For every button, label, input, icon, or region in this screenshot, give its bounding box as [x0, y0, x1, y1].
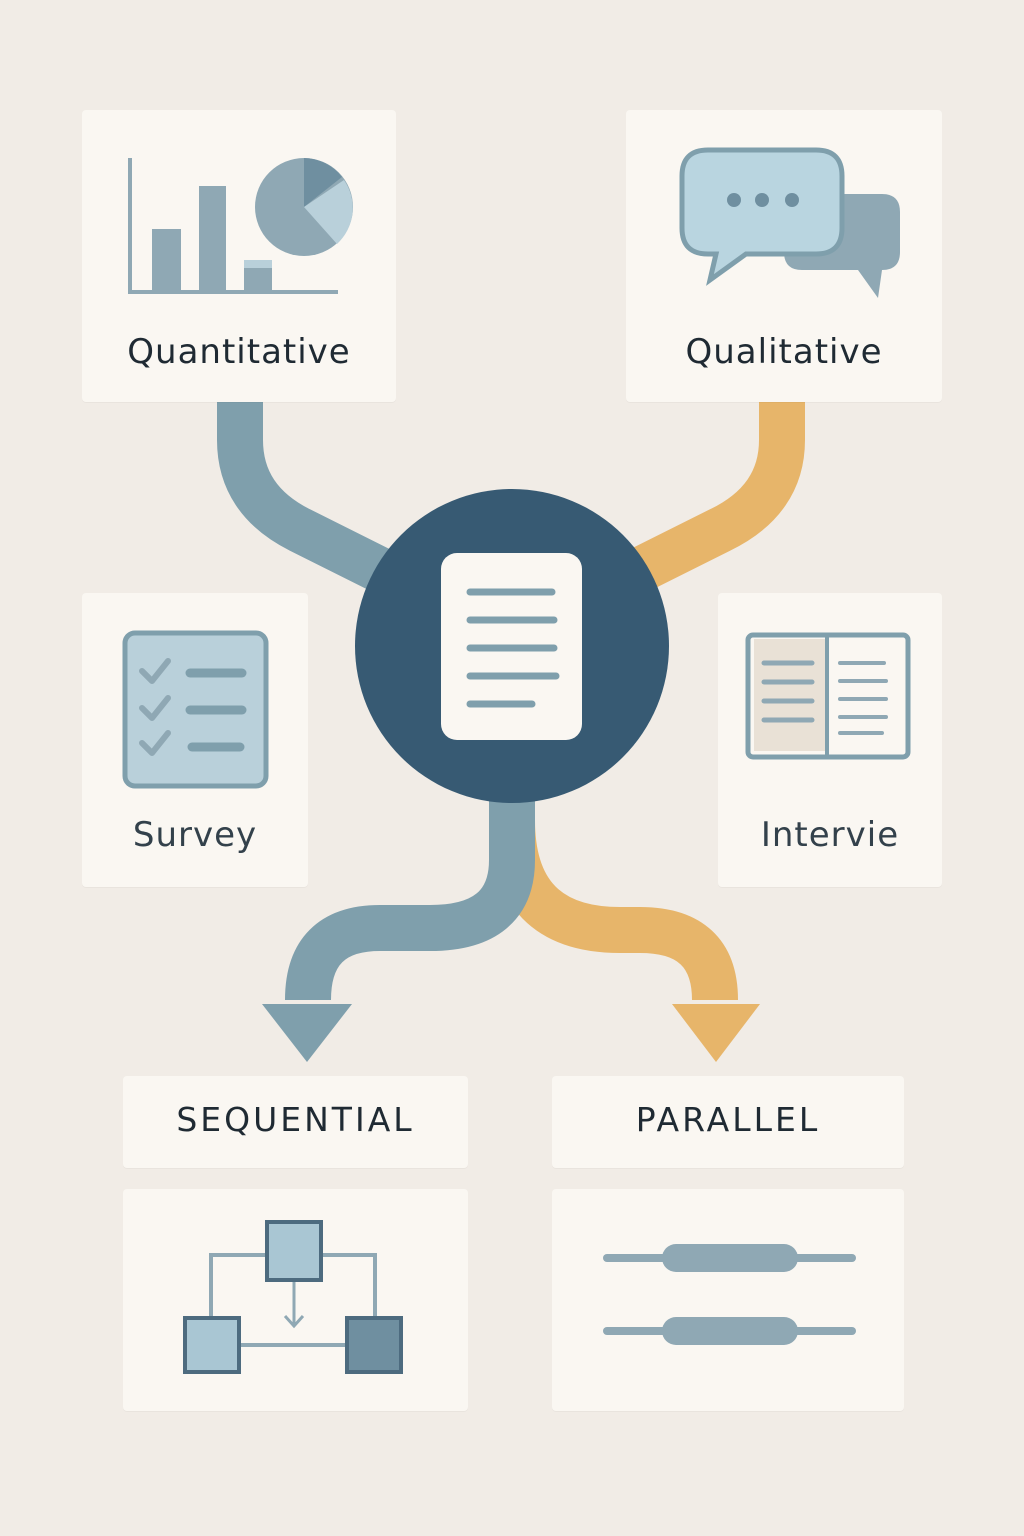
interview-label: Intervie [760, 815, 900, 855]
quantitative-card[interactable]: Quantitative [82, 110, 396, 402]
bar-and-pie-chart-icon [128, 158, 353, 294]
survey-label: Survey [132, 815, 258, 855]
checklist-icon [122, 630, 269, 789]
quantitative-flow [217, 400, 411, 601]
qualitative-card[interactable]: Qualitative [626, 110, 942, 402]
parallel-label-card[interactable]: PARALLEL [552, 1076, 904, 1168]
sequential-label-card[interactable]: SEQUENTIAL [123, 1076, 468, 1168]
document-icon [441, 553, 582, 740]
qualitative-label: Qualitative [685, 332, 883, 372]
speech-bubbles-icon [679, 147, 900, 298]
parallel-label: PARALLEL [635, 1100, 821, 1139]
sequential-label: SEQUENTIAL [176, 1100, 415, 1139]
open-book-icon [745, 632, 911, 760]
parallel-arrowhead [672, 1004, 760, 1062]
quantitative-label: Quantitative [127, 332, 351, 372]
interview-card[interactable]: Intervie [718, 593, 942, 887]
parallel-flow [489, 819, 738, 1001]
sequential-arrowhead [262, 1004, 352, 1062]
parallel-lines-icon [603, 1244, 856, 1345]
sequential-icon-card [123, 1189, 468, 1411]
survey-card[interactable]: Survey [82, 593, 308, 887]
qualitative-flow [609, 400, 805, 601]
sequential-flow [285, 790, 535, 1001]
sequential-flow-icon [183, 1220, 403, 1374]
parallel-icon-card [552, 1189, 904, 1411]
